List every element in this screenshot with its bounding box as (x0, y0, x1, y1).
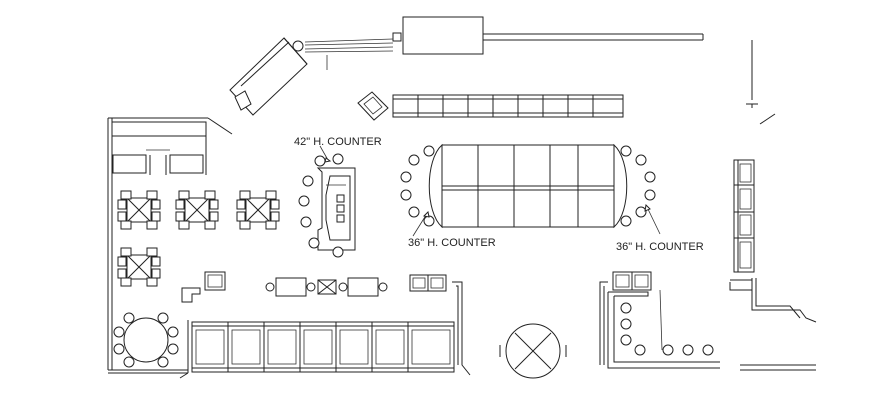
round-fixture (499, 323, 567, 379)
top-duct-assembly (292, 16, 704, 70)
square-table-3 (236, 190, 280, 230)
right-l-counter (607, 271, 720, 369)
counter-42 (298, 145, 356, 258)
left-wall (107, 117, 233, 379)
square-table-1 (117, 190, 161, 230)
square-table-4 (117, 247, 161, 287)
upper-bench-row (357, 91, 624, 121)
label-36-counter-center: 36" H. COUNTER (408, 237, 496, 249)
label-42-counter: 42" H. COUNTER (294, 136, 382, 148)
right-wall (729, 40, 817, 371)
left-booth (111, 121, 207, 175)
center-partitions (452, 281, 608, 376)
middle-tables (265, 274, 447, 297)
center-counter (400, 143, 661, 237)
square-table-2 (175, 190, 219, 230)
round-table (113, 312, 179, 368)
corner-bench (181, 271, 226, 303)
label-36-counter-right: 36" H. COUNTER (616, 241, 704, 253)
lower-bench-run (191, 321, 455, 373)
right-booth-column (733, 159, 755, 273)
angled-service-unit (229, 37, 308, 116)
